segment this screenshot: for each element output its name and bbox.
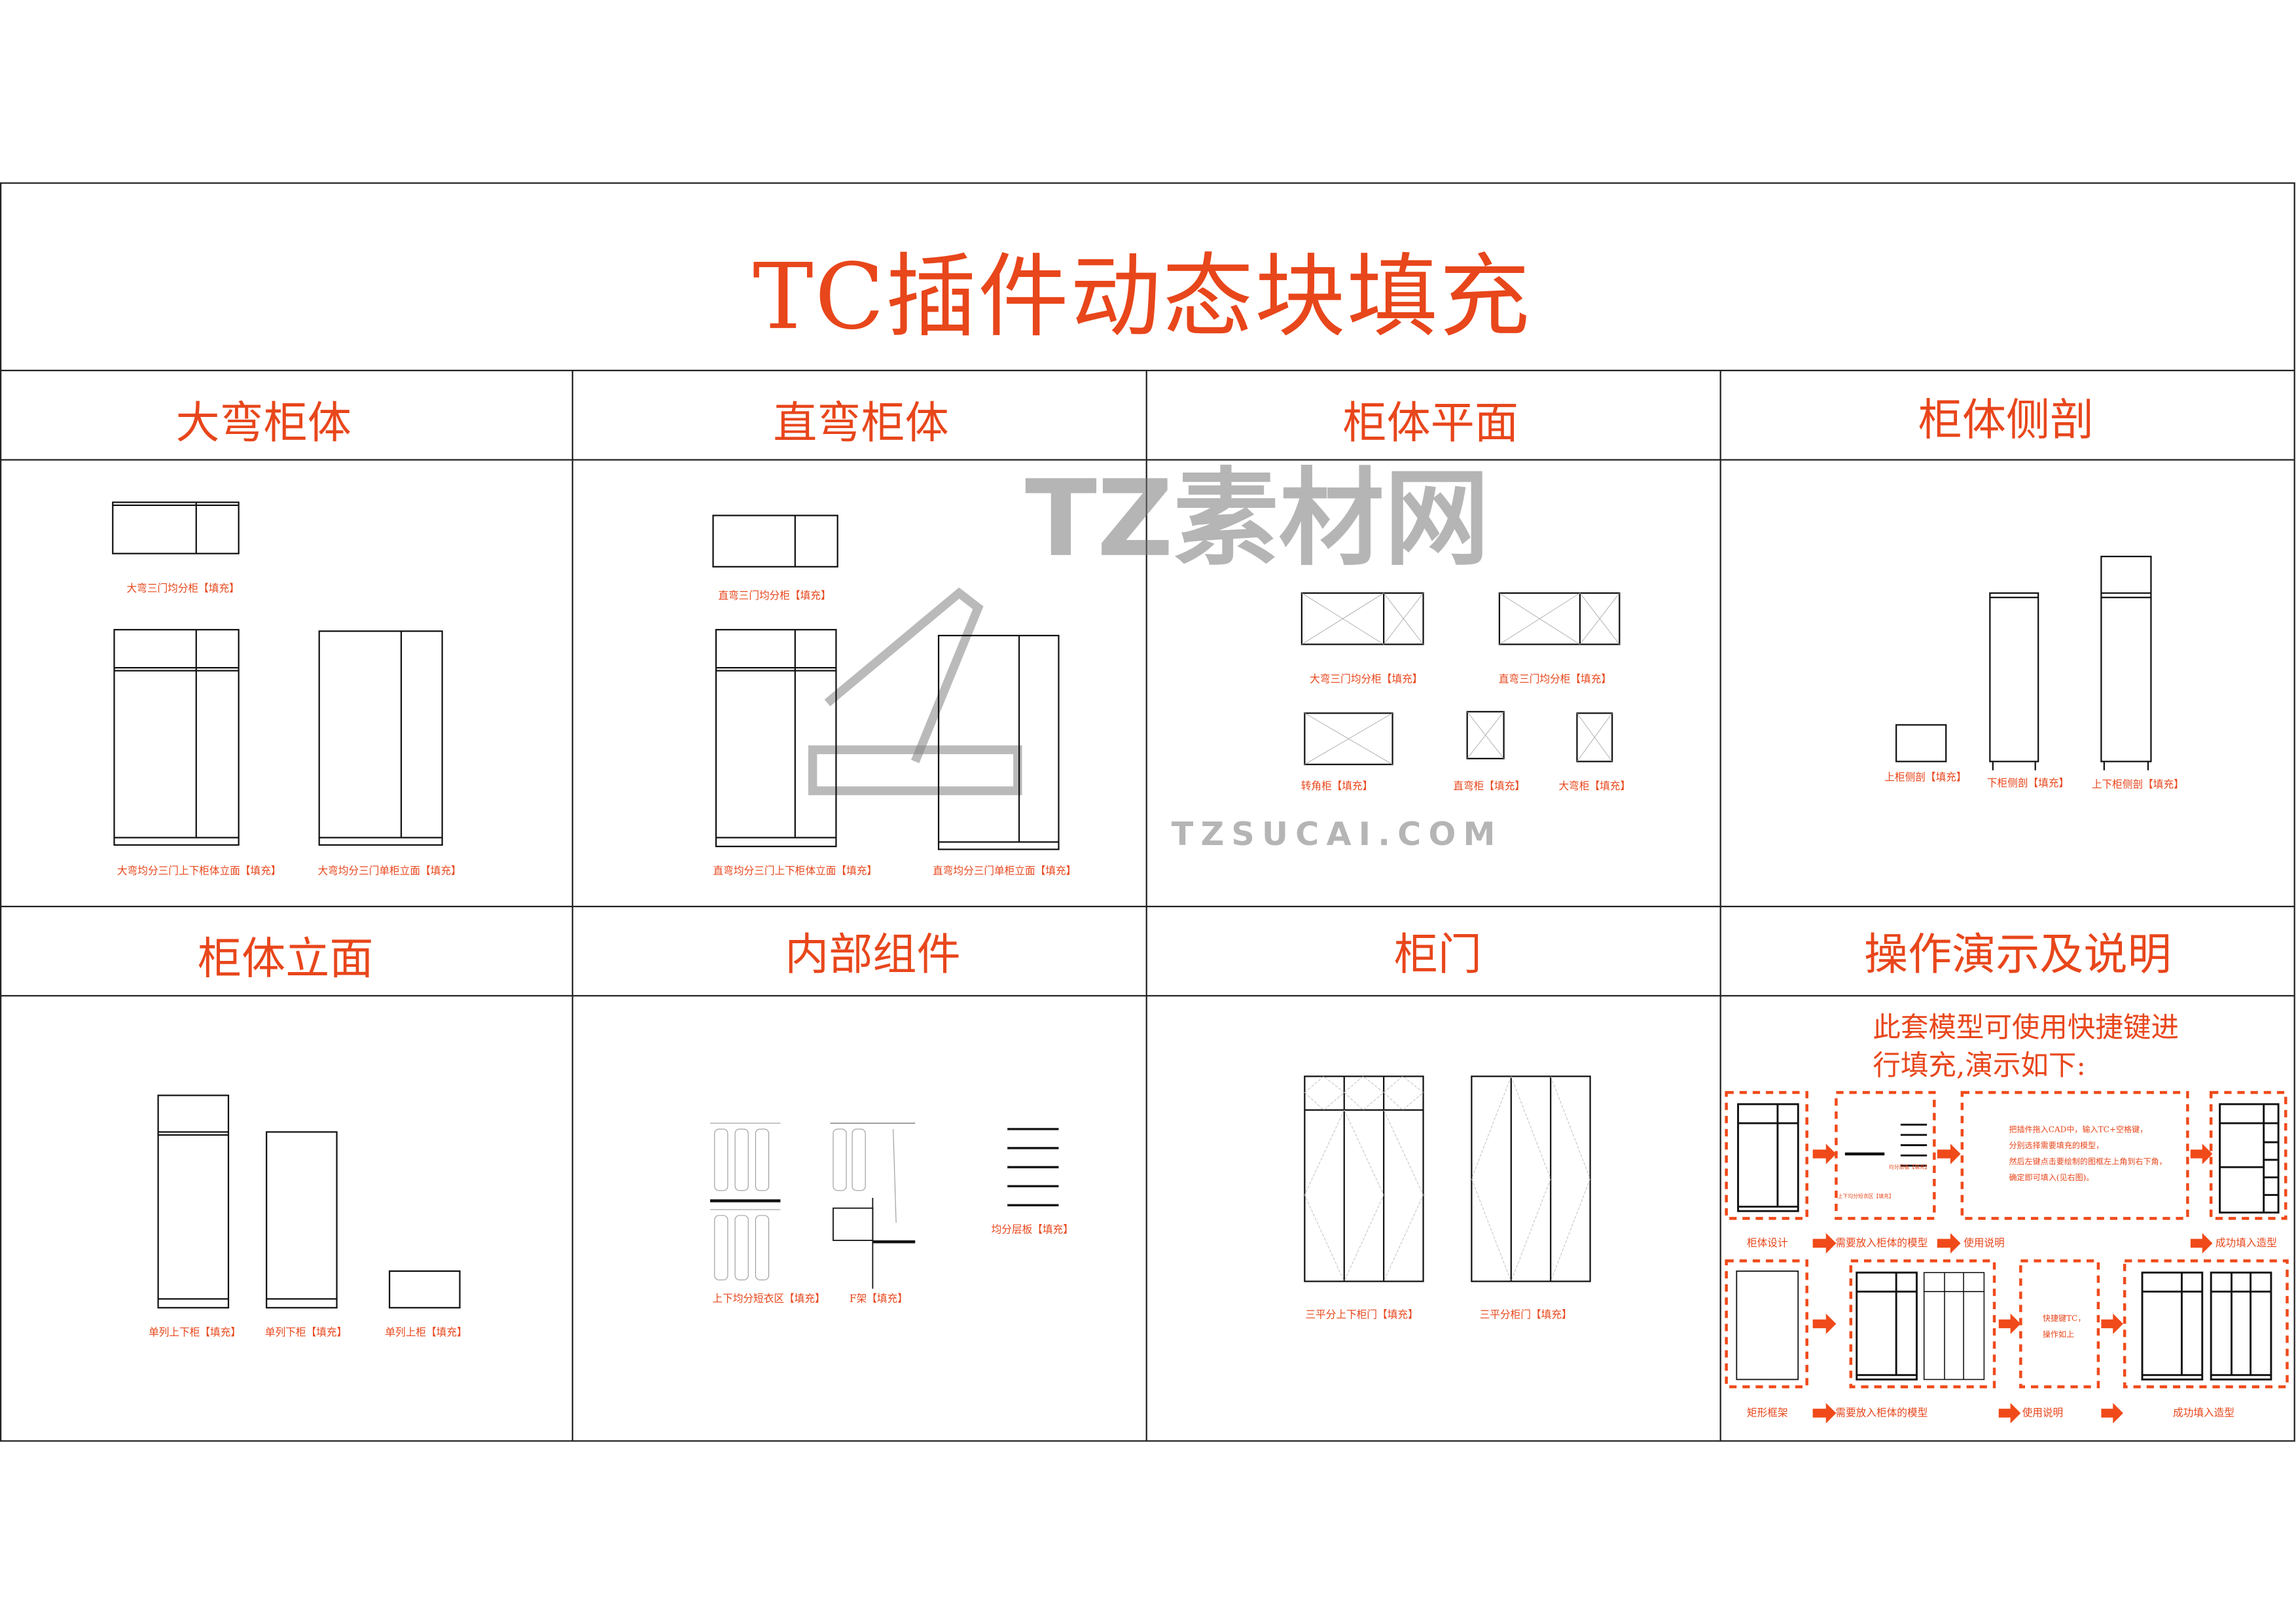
plan-bigcurve-single [1576, 712, 1613, 763]
even-shelves [1007, 1128, 1059, 1206]
step-label: 需要放入柜体的模型 [1835, 1237, 1928, 1250]
cabinet-elevation-bigcurve-updown [113, 628, 240, 846]
header-elevation: 柜体立面 [198, 934, 374, 986]
header-internal: 内部组件 [785, 929, 961, 981]
label: 直弯均分三门上下柜体立面【填充】 [713, 865, 878, 878]
label: 单列上下柜【填充】 [149, 1326, 242, 1339]
single-column-updown [157, 1094, 230, 1308]
watermark-url: TZSUCAI.COM [1171, 817, 1503, 854]
inner-label: 上下均分短衣区【填充】 [1837, 1193, 1894, 1200]
label: 直弯三门均分柜【填充】 [1498, 674, 1612, 686]
inner-label: 均分层板【填充】 [1888, 1164, 1930, 1170]
instruction-line: 操作如上 [2042, 1331, 2075, 1341]
label: 单列上柜【填充】 [385, 1326, 467, 1339]
cabinet-elevation-straight-single [937, 634, 1060, 850]
step-label: 成功填入造型 [2173, 1407, 2234, 1419]
header-demo: 操作演示及说明 [1863, 929, 2172, 981]
arrow-icons [1812, 1144, 2213, 1424]
step-label: 成功填入造型 [2215, 1237, 2277, 1250]
label: 下柜侧剖【填充】 [1986, 777, 2070, 789]
label: 直弯柜【填充】 [1453, 780, 1526, 793]
cabinet-elevation-straight-updown [715, 628, 837, 848]
label: 三平分上下柜门【填充】 [1305, 1309, 1418, 1321]
plan-corner [1304, 712, 1393, 765]
section-updown [2100, 556, 2152, 770]
watermark-logo-icon [808, 587, 1022, 795]
label: 三平分柜门【填充】 [1479, 1309, 1572, 1321]
step-label: 需要放入柜体的模型 [1835, 1407, 1928, 1419]
instruction-line: 确定即可填入(见右图)。 [2009, 1174, 2094, 1183]
section-lower [1989, 592, 2039, 770]
table-grid [0, 182, 2295, 1442]
label: 大弯柜【填充】 [1558, 780, 1631, 793]
label: 上下柜侧剖【填充】 [2091, 779, 2184, 791]
instructions: 把插件拖入CAD中，输入TC+空格键， 分别选择需要填充的模型， 然后左键点击要… [2009, 1123, 2166, 1187]
header-big-curve: 大弯柜体 [175, 398, 351, 450]
step-label: 矩形框架 [1746, 1407, 1788, 1419]
label: 上柜侧剖【填充】 [1884, 772, 1967, 784]
label: 直弯三门均分柜【填充】 [718, 590, 831, 602]
cabinet-elevation-bigcurve-single [318, 630, 443, 846]
instruction-line: 然后左键点击要绘制的图框左上角到右下角， [2009, 1158, 2167, 1168]
demo-intro-line2: 行填充,演示如下: [1873, 1050, 2086, 1083]
label: 大弯三门均分柜【填充】 [1310, 674, 1423, 686]
header-section: 柜体侧剖 [1918, 395, 2094, 447]
instruction-line: 把插件拖入CAD中，输入TC+空格键， [2009, 1126, 2148, 1135]
watermark-text: TZ素材网 [1025, 457, 1490, 580]
label: 大弯三门均分柜【填充】 [126, 583, 240, 595]
page-title: TC插件动态块填充 [753, 243, 1532, 350]
cabinet-top-bigcurve [112, 501, 240, 554]
demo-drawings [1736, 1103, 2280, 1380]
label: F架【填充】 [849, 1293, 908, 1305]
plan-straight [1498, 592, 1621, 645]
step-label: 使用说明 [1964, 1237, 2005, 1250]
label: 单列下柜【填充】 [264, 1326, 348, 1339]
instruction-line: 快捷键TC， [2042, 1315, 2086, 1324]
hanging-clothes-area [710, 1123, 781, 1280]
f-rack [830, 1123, 916, 1289]
cabinet-top-straight [712, 514, 838, 568]
row2-instructions: 快捷键TC， 操作如上 [2043, 1312, 2086, 1344]
plan-straight-single [1466, 711, 1505, 759]
instruction-line: 分别选择需要填充的模型， [2009, 1142, 2104, 1151]
header-doors: 柜门 [1393, 929, 1482, 981]
demo-dashed-boxes [1725, 1091, 2289, 1388]
single-column-lower [266, 1131, 338, 1308]
label: 均分层板【填充】 [991, 1224, 1073, 1236]
door-three [1471, 1075, 1591, 1282]
single-column-upper [388, 1270, 461, 1308]
door-three-updown [1304, 1075, 1424, 1282]
header-straight-curve: 直弯柜体 [773, 398, 949, 450]
demo-intro-line1: 此套模型可使用快捷键进 [1873, 1011, 2179, 1045]
label: 直弯均分三门单柜立面【填充】 [933, 865, 1077, 878]
step-label: 使用说明 [2022, 1407, 2064, 1419]
plan-bigcurve [1300, 592, 1424, 645]
label: 上下均分短衣区【填充】 [712, 1293, 825, 1305]
step-label: 柜体设计 [1746, 1237, 1788, 1250]
label: 大弯均分三门单柜立面【填充】 [317, 865, 461, 878]
section-upper [1895, 724, 1947, 763]
label: 转角柜【填充】 [1300, 780, 1373, 793]
header-plan: 柜体平面 [1342, 398, 1518, 450]
label: 大弯均分三门上下柜体立面【填充】 [117, 865, 281, 878]
